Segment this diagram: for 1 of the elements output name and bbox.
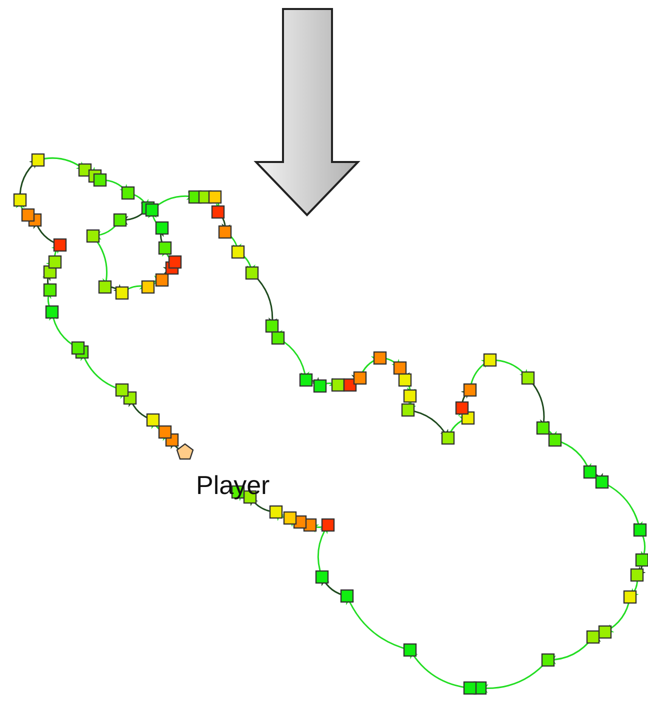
player-label: Player: [196, 470, 270, 501]
